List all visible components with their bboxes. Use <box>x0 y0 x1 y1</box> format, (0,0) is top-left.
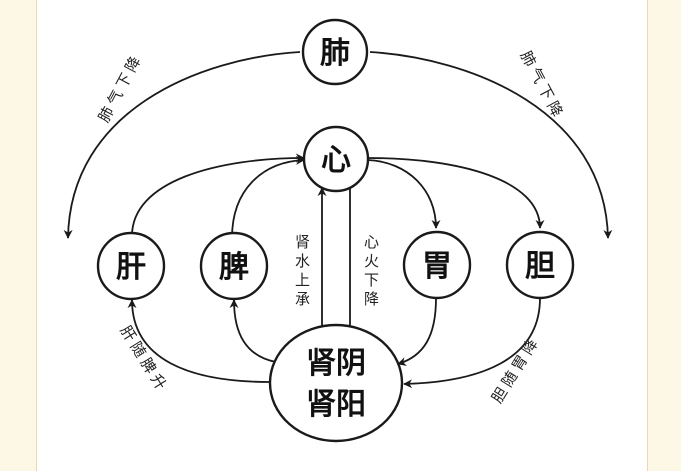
kidney-yang-label: 肾阳 <box>306 387 366 422</box>
lung-node: 肺 <box>301 18 369 86</box>
heart-label: 心 <box>321 143 351 178</box>
gallbladder-to-kidney-arrow <box>403 297 541 389</box>
gallbladder-node: 胆 <box>505 230 575 300</box>
stomach-label: 胃 <box>422 249 452 284</box>
heart-fire-down-label: 心火下降 <box>362 234 380 310</box>
kidney-node: 肾阴 肾阳 <box>268 323 404 443</box>
gallbladder-descend-label: 胆随胃降 <box>488 332 544 406</box>
liver-node: 肝 <box>96 231 166 301</box>
lung-label: 肺 <box>320 36 350 71</box>
heart-to-stomach-arrow <box>367 159 441 229</box>
heart-node: 心 <box>302 125 370 193</box>
lung-left-arc <box>63 51 301 239</box>
heart-to-gallbladder-arrow <box>367 157 545 229</box>
spleen-node: 脾 <box>199 231 269 301</box>
spleen-label: 脾 <box>219 250 249 285</box>
stomach-to-kidney-arrow <box>397 297 437 366</box>
kidney-to-spleen-arrow <box>229 299 277 363</box>
lung-left-label: 肺气下降 <box>95 50 147 126</box>
kidney-to-liver-arrow <box>127 299 271 383</box>
kidney-water-up-label: 肾水上承 <box>293 234 311 310</box>
stomach-node: 胃 <box>402 230 472 300</box>
kidney-yin-label: 肾阴 <box>306 346 366 381</box>
gallbladder-label: 胆 <box>525 249 555 284</box>
liver-label: 肝 <box>116 250 146 285</box>
liver-to-heart-arrow <box>131 153 305 239</box>
spleen-to-heart-arrow <box>231 155 305 239</box>
lung-right-arc <box>369 51 613 239</box>
